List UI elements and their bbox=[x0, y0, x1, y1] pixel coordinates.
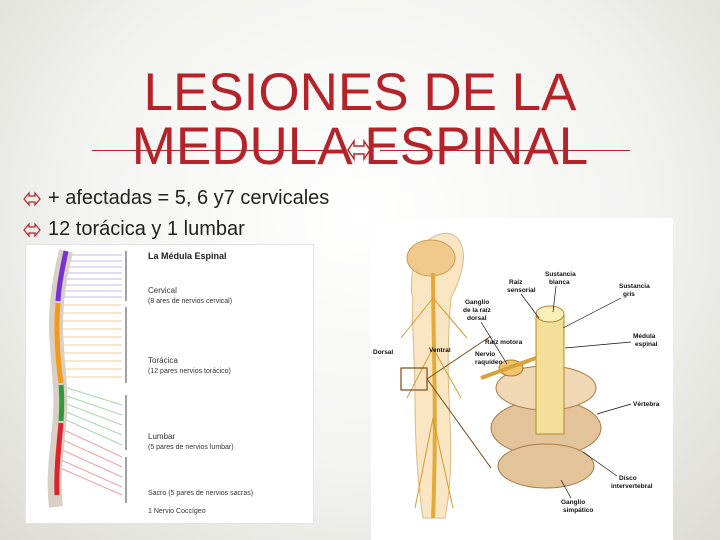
spinal-nerve-lines bbox=[58, 255, 122, 495]
label-ganglio-simpatico: Ganglio bbox=[561, 499, 585, 506]
bullet-list: + afectadas = 5, 6 y7 cervicales 12 torá… bbox=[22, 183, 329, 245]
label-dorsal: Dorsal bbox=[373, 349, 393, 356]
label-disco: intervertebral bbox=[611, 483, 653, 490]
bullet-arrow-icon bbox=[22, 222, 42, 238]
label-sustancia-blanca: blanca bbox=[549, 279, 570, 286]
bullet-text: 12 torácica y 1 lumbar bbox=[48, 218, 245, 241]
label-toracica-sub: (12 pares nervios torácico) bbox=[148, 368, 231, 375]
label-raiz-sensorial: Raíz bbox=[509, 279, 523, 286]
vertebral-column bbox=[55, 251, 66, 507]
label-medula-espinal: Médula bbox=[633, 333, 656, 340]
label-raiz-sensorial: sensorial bbox=[507, 287, 536, 294]
brain-shape bbox=[407, 240, 455, 276]
label-medula-espinal: espinal bbox=[635, 341, 658, 348]
label-nervio-raquideo: raquídeo bbox=[475, 359, 502, 366]
label-ventral: Ventral bbox=[429, 347, 451, 354]
spinal-cord-segments-figure: La Médula Espinal Cervical (8 ares de ne… bbox=[25, 244, 314, 524]
label-ganglio-raiz: dorsal bbox=[467, 315, 487, 322]
label-coccigeo: 1 Nervio Coccígeo bbox=[148, 508, 206, 515]
label-lumbar-sub: (5 pares de nervios lumbar) bbox=[148, 444, 234, 451]
label-cervical-sub: (8 ares de nervios cervical) bbox=[148, 298, 232, 305]
title-line-1: LESIONES DE LA bbox=[80, 66, 640, 120]
title-ornament-icon bbox=[344, 137, 374, 163]
title-divider-left bbox=[92, 150, 342, 151]
bullet-arrow-icon bbox=[22, 191, 42, 207]
label-ganglio-simpatico: simpático bbox=[563, 507, 593, 514]
vertebra-section bbox=[481, 306, 601, 488]
label-ganglio-raiz: Ganglio bbox=[465, 299, 489, 306]
bullet-item: + afectadas = 5, 6 y7 cervicales bbox=[22, 183, 329, 214]
label-disco: Disco bbox=[619, 475, 637, 482]
label-sustancia-gris: Sustancia bbox=[619, 283, 650, 290]
spinal-cord-anatomy-illustration: Sustancia blanca Raíz sensorial Sustanci… bbox=[371, 218, 673, 540]
label-lumbar: Lumbar bbox=[148, 432, 175, 441]
label-sustancia-blanca: Sustancia bbox=[545, 271, 576, 278]
label-raiz-motora: Raíz motora bbox=[485, 339, 523, 346]
spinal-cord-line bbox=[433, 273, 435, 518]
spinal-cord-anatomy-figure: Sustancia blanca Raíz sensorial Sustanci… bbox=[371, 218, 673, 540]
bullet-text: + afectadas = 5, 6 y7 cervicales bbox=[48, 187, 329, 210]
label-cervical: Cervical bbox=[148, 286, 177, 295]
label-sacro: Sacro (5 pares de nervios sacras) bbox=[148, 490, 253, 497]
label-sustancia-gris: gris bbox=[623, 291, 635, 298]
bullet-item: 12 torácica y 1 lumbar bbox=[22, 214, 329, 245]
spinal-cord-segments-illustration: La Médula Espinal Cervical (8 ares de ne… bbox=[26, 245, 313, 523]
label-nervio-raquideo: Nervio bbox=[475, 351, 495, 358]
figure-heading: La Médula Espinal bbox=[148, 251, 227, 261]
label-vertebra: Vértebra bbox=[633, 401, 660, 408]
title-divider-right bbox=[380, 150, 630, 151]
label-ganglio-raiz: de la raíz bbox=[463, 307, 492, 314]
label-toracica: Torácica bbox=[148, 356, 178, 365]
